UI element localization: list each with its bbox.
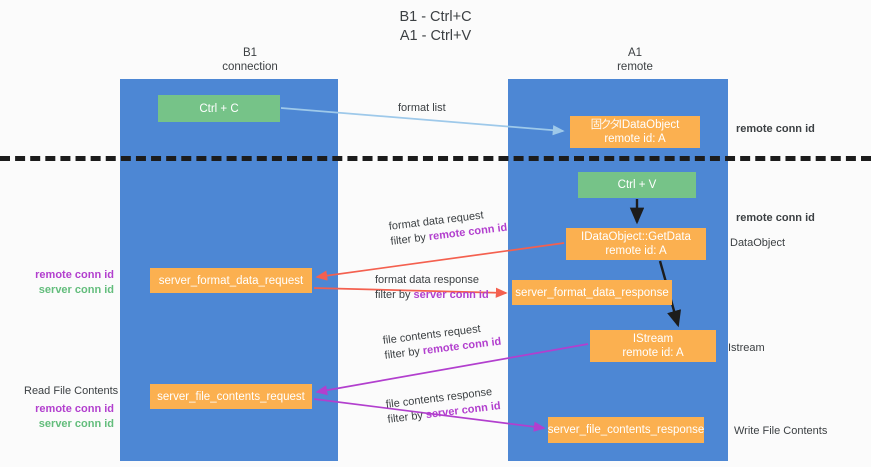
filter-value-server-conn-id: server conn id bbox=[413, 289, 489, 301]
annotation-left-server-conn-id-mid: server conn id bbox=[38, 284, 114, 296]
node-getdata-sub: remote id: A bbox=[605, 245, 667, 257]
node-idataobject-getdata[interactable]: IDataObject::GetData remote id: A bbox=[566, 228, 706, 260]
title-line-1: B1 - Ctrl+C bbox=[399, 9, 472, 25]
annotation-left-conn-ids-mid: remote conn id server conn id bbox=[18, 268, 114, 298]
filter-prefix: filter by bbox=[386, 409, 427, 426]
annotation-left-server-conn-id-bottom: server conn id bbox=[38, 418, 114, 430]
column-header-b1-name: B1 bbox=[242, 47, 258, 59]
filter-prefix: filter by bbox=[383, 345, 424, 362]
column-header-b1-sub: connection bbox=[222, 61, 278, 73]
node-ctrl-c[interactable]: Ctrl + C bbox=[158, 95, 280, 122]
node-ctrl-v[interactable]: Ctrl + V bbox=[578, 172, 696, 198]
node-idataobject-label: 固クタIDataObject bbox=[591, 118, 680, 132]
edge-label-format-data-response: format data response filter by server co… bbox=[375, 273, 489, 303]
edge-label-file-contents-response: file contents response filter by server … bbox=[385, 384, 502, 428]
node-ctrl-v-label: Ctrl + V bbox=[617, 179, 657, 191]
node-idataobject-name: IDataObject bbox=[618, 119, 680, 131]
page-title: B1 - Ctrl+C A1 - Ctrl+V bbox=[0, 8, 871, 46]
edge-label-format-list: format list bbox=[398, 101, 446, 116]
node-server-format-data-request[interactable]: server_format_data_request bbox=[150, 268, 312, 293]
dashed-divider bbox=[0, 156, 871, 161]
annotation-left-conn-ids-bottom: remote conn id server conn id bbox=[18, 402, 114, 432]
filter-prefix: filter by bbox=[389, 231, 430, 248]
filter-prefix: filter by bbox=[375, 289, 414, 301]
node-idataobject-garble-glyphs: 固クタ bbox=[590, 119, 621, 131]
column-header-a1: A1 remote bbox=[545, 46, 725, 74]
annotation-right-remote-conn-id-top: remote conn id bbox=[736, 123, 815, 135]
edge-label-format-data-request: format data request filter by remote con… bbox=[388, 206, 508, 250]
node-idataobject[interactable]: 固クタIDataObject remote id: A bbox=[570, 116, 700, 148]
node-server-file-contents-request[interactable]: server_file_contents_request bbox=[150, 384, 312, 409]
node-idataobject-sub: remote id: A bbox=[604, 133, 666, 145]
node-file-req-label: server_file_contents_request bbox=[157, 390, 305, 403]
annotation-right-istream: Istream bbox=[728, 342, 765, 354]
edge-label-format-data-response-filter: filter by server conn id bbox=[375, 288, 489, 303]
node-fmt-req-label: server_format_data_request bbox=[158, 274, 304, 287]
node-istream[interactable]: IStream remote id: A bbox=[590, 330, 716, 362]
node-file-resp-label: server_file_contents_response bbox=[547, 424, 705, 436]
annotation-right-dataobject: DataObject bbox=[730, 237, 786, 249]
annotation-left-read-file-contents: Read File Contents bbox=[24, 385, 119, 397]
title-line-2: A1 - Ctrl+V bbox=[399, 28, 472, 44]
node-server-format-data-response[interactable]: server_format_data_response bbox=[512, 280, 672, 305]
node-server-file-contents-response[interactable]: server_file_contents_response bbox=[548, 417, 704, 443]
column-header-a1-name: A1 bbox=[627, 47, 643, 59]
annotation-right-write-file-contents: Write File Contents bbox=[734, 425, 828, 437]
annotation-left-remote-conn-id-bottom: remote conn id bbox=[35, 403, 114, 415]
node-getdata-label: IDataObject::GetData bbox=[581, 231, 691, 243]
column-header-a1-sub: remote bbox=[617, 61, 653, 73]
edge-label-format-list-text: format list bbox=[398, 102, 446, 114]
node-istream-label: IStream bbox=[632, 333, 674, 345]
annotation-left-remote-conn-id-mid: remote conn id bbox=[35, 269, 114, 281]
column-header-b1: B1 connection bbox=[160, 46, 340, 74]
edge-label-format-data-response-text: format data response bbox=[375, 274, 479, 286]
edge-label-file-contents-request: file contents request filter by remote c… bbox=[382, 320, 502, 364]
node-ctrl-c-label: Ctrl + C bbox=[199, 102, 239, 115]
annotation-right-remote-conn-id-mid: remote conn id bbox=[736, 212, 815, 224]
node-fmt-resp-label: server_format_data_response bbox=[515, 286, 669, 299]
node-istream-sub: remote id: A bbox=[622, 347, 684, 359]
